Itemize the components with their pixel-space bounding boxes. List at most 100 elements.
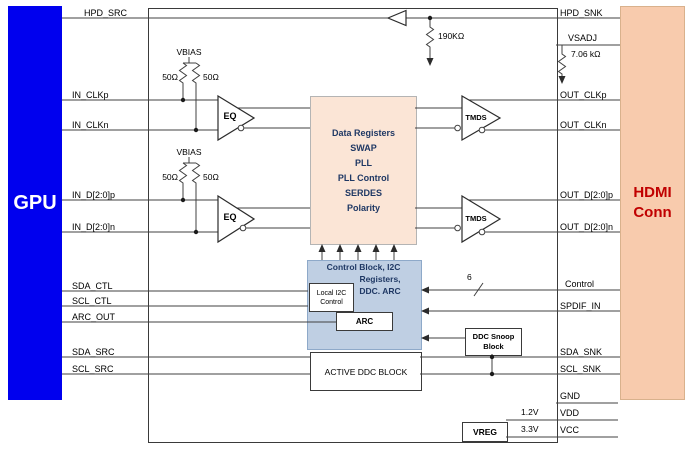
active-ddc-label: ACTIVE DDC BLOCK [324, 366, 408, 377]
vsadj-down-arrowhead [558, 76, 566, 84]
gpu-label: GPU [13, 191, 57, 214]
pin-in-clkn: IN_CLKn [72, 120, 109, 130]
clock-output-wires [469, 99, 620, 131]
hdmi-conn-block: HDMI Conn [620, 6, 685, 400]
hpd-buffer-triangle [386, 9, 407, 27]
spdif-arrowhead [421, 307, 429, 315]
pin-hpd-src: HPD_SRC [84, 8, 128, 18]
pin-out-d-p: OUT_D[2:0]p [560, 190, 614, 200]
hdmi-label-line1: HDMI [633, 184, 672, 201]
bus-width-slash [473, 282, 484, 297]
tmds-data-label: TMDS [465, 214, 487, 223]
eq-data-label: EQ [223, 212, 237, 222]
i2c-arc-left-wires [62, 290, 336, 323]
pin-scl-snk: SCL_SNK [560, 364, 602, 374]
pullup-resistor-value: 190KΩ [438, 31, 465, 41]
r50-clock-left-value: 50Ω [162, 72, 178, 82]
pin-in-clkp: IN_CLKp [72, 90, 109, 100]
config-arrow-shafts [321, 252, 395, 260]
junction-dots [180, 15, 495, 377]
config-up-arrowhead [336, 244, 344, 252]
control-arrowhead [421, 286, 429, 294]
pin-control: Control [565, 279, 595, 289]
r50-data-left-value: 50Ω [162, 172, 178, 182]
inversion-bubbles [237, 124, 486, 236]
pin-in-d-p: IN_D[2:0]p [72, 190, 116, 200]
pin-sda-src: SDA_SRC [72, 347, 115, 357]
ddc-snoop-box: DDC Snoop Block [465, 328, 522, 356]
vbias-clock-stub [183, 57, 196, 64]
eq-clock-triangle [217, 94, 256, 142]
vsadj-resistor [557, 45, 567, 76]
vreg-out-voltage: 1.2V [521, 407, 539, 417]
vreg-in-voltage: 3.3V [521, 424, 539, 434]
pullup-down-arrowhead [426, 58, 434, 66]
data-output-wires [469, 199, 620, 233]
pullup-190k-resistor [425, 18, 435, 58]
vbias-clock-label: VBIAS [176, 47, 202, 57]
eq-data-triangle [217, 194, 256, 244]
config-up-arrowhead [354, 244, 362, 252]
r50-clock-right-value: 50Ω [203, 72, 219, 82]
power-wires [506, 402, 618, 438]
data-registers-line: Polarity [346, 202, 380, 213]
control-bus-width: 6 [467, 272, 472, 282]
vbias-data-label: VBIAS [176, 147, 202, 157]
signal-wires [62, 17, 620, 438]
arrowheads [318, 58, 566, 342]
r50-data-right [191, 162, 201, 232]
buffer-triangles [217, 9, 502, 244]
pin-spdif-in: SPDIF_IN [560, 301, 601, 311]
resistors [178, 18, 567, 232]
pin-sda-ctl: SDA_CTL [72, 281, 113, 291]
gpu-block: GPU [8, 6, 62, 400]
pin-out-clkp: OUT_CLKp [560, 90, 607, 100]
pin-sda-snk: SDA_SNK [560, 347, 603, 357]
pin-out-clkn: OUT_CLKn [560, 120, 607, 130]
local-i2c-box: Local I2C Control [309, 283, 354, 312]
r50-data-right-value: 50Ω [203, 172, 219, 182]
data-registers-line: PLL Control [337, 172, 390, 183]
tmds-clock-label: TMDS [465, 113, 487, 122]
vbias-data-stub [183, 157, 196, 164]
local-i2c-line2: Control [320, 298, 343, 306]
config-up-arrowhead [372, 244, 380, 252]
pin-out-d-n: OUT_D[2:0]n [560, 222, 614, 232]
r50-data-left [178, 162, 188, 200]
vsadj-resistor-value: 7.06 kΩ [571, 49, 601, 59]
active-ddc-block: ACTIVE DDC BLOCK [310, 352, 422, 391]
pin-scl-src: SCL_SRC [72, 364, 114, 374]
pin-hpd-snk: HPD_SNK [560, 8, 603, 18]
ddc-wires [62, 356, 620, 375]
clock-internal-wires [238, 107, 462, 129]
control-block-title-line3: DDC. ARC [359, 286, 401, 296]
control-block-title-line2: Registers, [359, 274, 401, 284]
eq-clock-label: EQ [223, 111, 237, 121]
pin-gnd: GND [560, 391, 580, 401]
data-registers-line: PLL [355, 157, 372, 168]
config-up-arrowhead [390, 244, 398, 252]
r50-clock-right [191, 62, 201, 130]
pin-in-d-n: IN_D[2:0]n [72, 222, 116, 232]
vreg-box: VREG [462, 422, 508, 442]
data-registers-line: Data Registers [331, 127, 396, 138]
r50-clock-left [178, 62, 188, 100]
pin-vdd: VDD [560, 408, 580, 418]
pin-vsadj: VSADJ [568, 33, 598, 43]
local-i2c-line1: Local I2C [316, 289, 347, 297]
ddc-snoop-line1: DDC Snoop [472, 332, 515, 341]
control-block-title-line1: Control Block, I2C [326, 262, 401, 272]
pin-scl-ctl: SCL_CTL [72, 296, 112, 306]
control-spdif-wires [429, 289, 620, 339]
data-internal-wires [237, 207, 462, 229]
data-registers-line: SERDES [344, 187, 382, 198]
ddc-snoop-line2: Block [483, 342, 504, 351]
pin-vcc: VCC [560, 425, 580, 435]
pin-arc-out: ARC_OUT [72, 312, 116, 322]
snoop-arrowhead [421, 334, 429, 342]
data-registers-block: Data Registers SWAP PLL PLL Control SERD… [310, 96, 417, 245]
vreg-label: VREG [472, 427, 498, 437]
clock-input-wires [62, 99, 218, 131]
